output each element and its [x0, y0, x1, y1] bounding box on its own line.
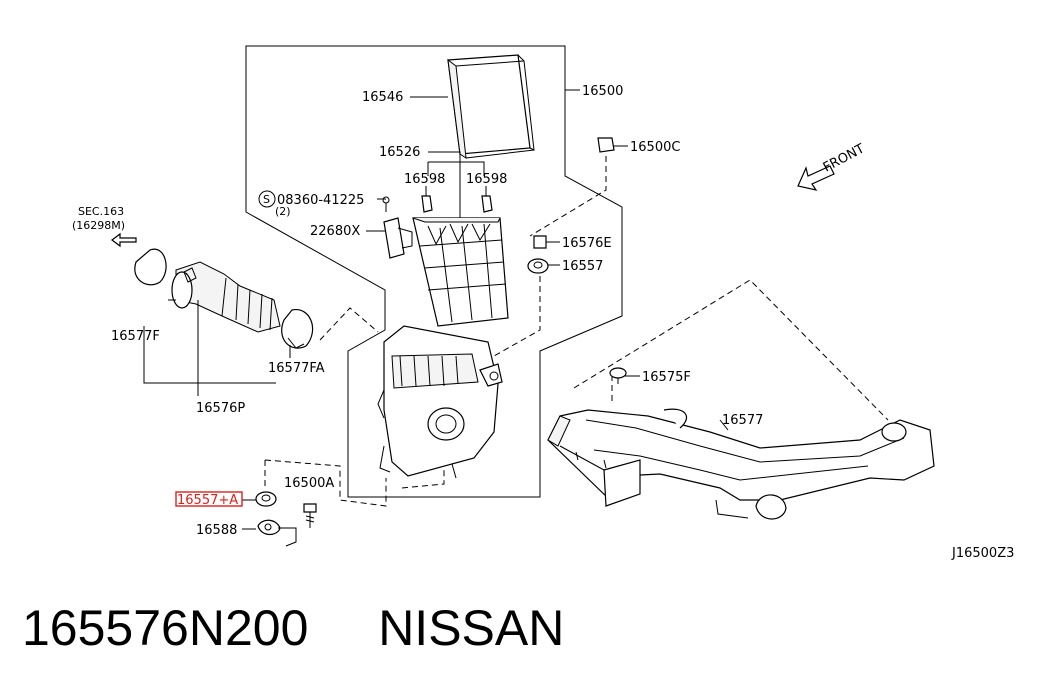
clip-16575F: [609, 367, 627, 384]
label-22680X: 22680X: [310, 224, 360, 239]
label-16576E: 16576E: [562, 236, 612, 251]
label-16546: 16546: [362, 90, 403, 105]
label-screw-code: 08360-41225: [277, 193, 364, 208]
bracket-16588: [257, 519, 297, 547]
grommet-16557: [527, 258, 549, 274]
grommet-16557A: [255, 491, 277, 507]
upper-case-cover: [412, 217, 509, 327]
screw-symbol: S: [263, 193, 270, 206]
label-sec: SEC.163: [78, 205, 124, 218]
clip-16598-right: [481, 186, 493, 213]
clip-16598-left: [421, 186, 433, 213]
label-16526: 16526: [379, 145, 420, 160]
label-16576P: 16576P: [196, 401, 245, 416]
label-16575F: 16575F: [642, 370, 691, 385]
label-16577F: 16577F: [111, 329, 160, 344]
label-16598-left: 16598: [404, 172, 445, 187]
label-front: FRONT: [821, 141, 867, 175]
nut-16500C: [597, 137, 615, 153]
front-arrow: [797, 165, 835, 191]
label-sec-ref: (16298M): [72, 219, 125, 232]
label-16500C: 16500C: [630, 140, 680, 155]
bolt: [303, 503, 317, 528]
label-16557: 16557: [562, 259, 603, 274]
label-16557A: 16557+A: [177, 493, 238, 508]
air-filter-element: [447, 54, 535, 160]
air-duct: [547, 408, 935, 520]
sec-arrow: [111, 232, 137, 248]
label-16500A: 16500A: [284, 476, 334, 491]
highlight-box: [175, 491, 243, 507]
label-16500: 16500: [582, 84, 623, 99]
label-screw-qty: (2): [275, 205, 291, 218]
label-16588: 16588: [196, 523, 237, 538]
label-16577: 16577: [722, 413, 763, 428]
air-cleaner-body: [377, 325, 503, 479]
label-16577FA: 16577FA: [268, 361, 325, 376]
grommet-16576E: [533, 235, 547, 249]
screw-symbol-circle: [258, 190, 276, 208]
assembly-outline: [245, 45, 623, 498]
air-flow-sensor: [382, 196, 413, 259]
label-16598-right: 16598: [466, 172, 507, 187]
brand-name: NISSAN: [378, 600, 565, 656]
part-number: 165576N200: [22, 600, 309, 656]
intake-hose: [134, 248, 314, 349]
part-caption: 165576N200 NISSAN: [22, 596, 1022, 666]
label-diagram-code: J16500Z3: [951, 546, 1014, 561]
